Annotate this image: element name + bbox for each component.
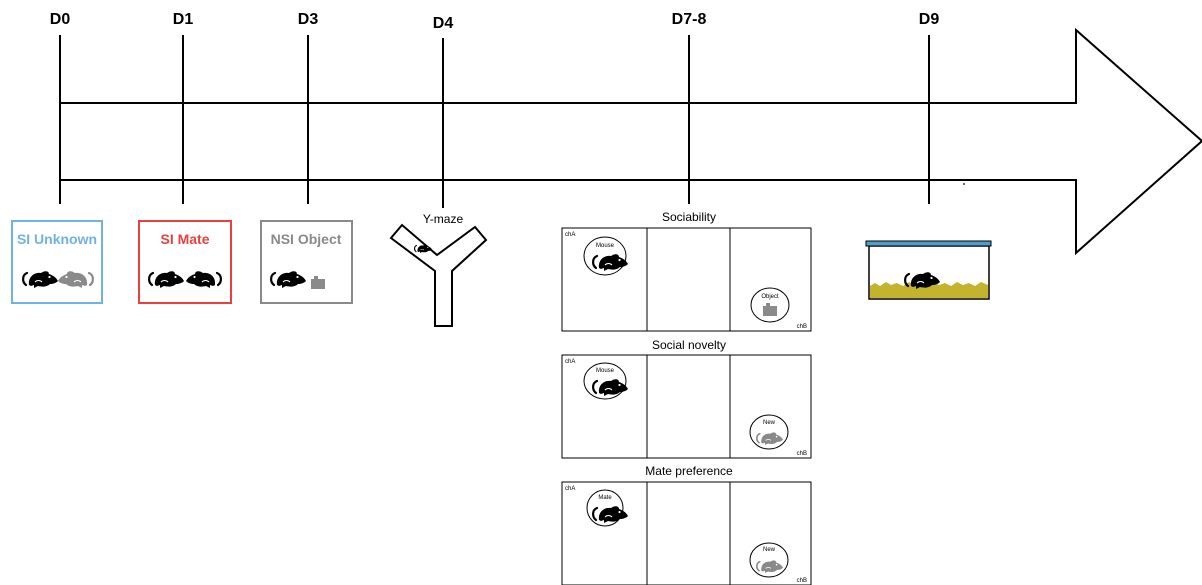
ymaze-title: Y-maze: [423, 212, 464, 226]
cup-label-left: Mate: [598, 495, 612, 501]
panel-title: Sociability: [662, 210, 716, 224]
si-unknown-title: SI Unknown: [17, 231, 97, 247]
day-label-d3: D3: [298, 11, 319, 28]
three-chamber-mate-preference: Mate preference chA chB Mate New: [561, 464, 812, 585]
three-chamber-social-novelty: Social novelty chA chB Mouse New: [561, 338, 812, 459]
ymaze-panel: Y-maze: [389, 212, 488, 327]
chamber-a-label: chA: [565, 486, 575, 492]
chamber-b-label: chB: [797, 578, 807, 584]
cup-label-left: Mouse: [596, 368, 615, 374]
day-label-d9: D9: [919, 11, 940, 28]
day-label-d0: D0: [50, 11, 71, 28]
cup-label-right: New: [763, 547, 776, 553]
home-cage: [865, 240, 992, 300]
cup-label-left: Mouse: [596, 243, 615, 249]
si-mate-panel: SI Mate: [138, 220, 232, 304]
day-ticks: [59, 35, 930, 208]
three-chamber-sociability: Sociability chA chB Mouse Object: [561, 210, 812, 332]
nsi-object-title: NSI Object: [271, 231, 342, 247]
cup-label-right: Object: [761, 294, 779, 300]
chamber-a-label: chA: [565, 359, 575, 365]
panel-title: Mate preference: [645, 464, 733, 478]
si-unknown-panel: SI Unknown: [11, 220, 103, 304]
si-mate-title: SI Mate: [160, 231, 209, 247]
stray-dot: [963, 183, 965, 185]
chamber-b-label: chB: [797, 324, 807, 330]
timeline-arrow-icon: [60, 27, 1202, 256]
cage-lid: [865, 240, 992, 247]
ymaze-outline: [389, 223, 488, 327]
chamber-a-label: chA: [565, 232, 575, 238]
day-label-d4: D4: [433, 15, 454, 32]
panel-title: Social novelty: [652, 338, 726, 352]
day-label-d1: D1: [173, 11, 194, 28]
cup-label-right: New: [763, 420, 776, 426]
bedding: [870, 282, 988, 298]
day-label-d7-8: D7-8: [672, 11, 707, 28]
nsi-object-panel: NSI Object: [260, 220, 353, 304]
chamber-b-label: chB: [797, 451, 807, 457]
